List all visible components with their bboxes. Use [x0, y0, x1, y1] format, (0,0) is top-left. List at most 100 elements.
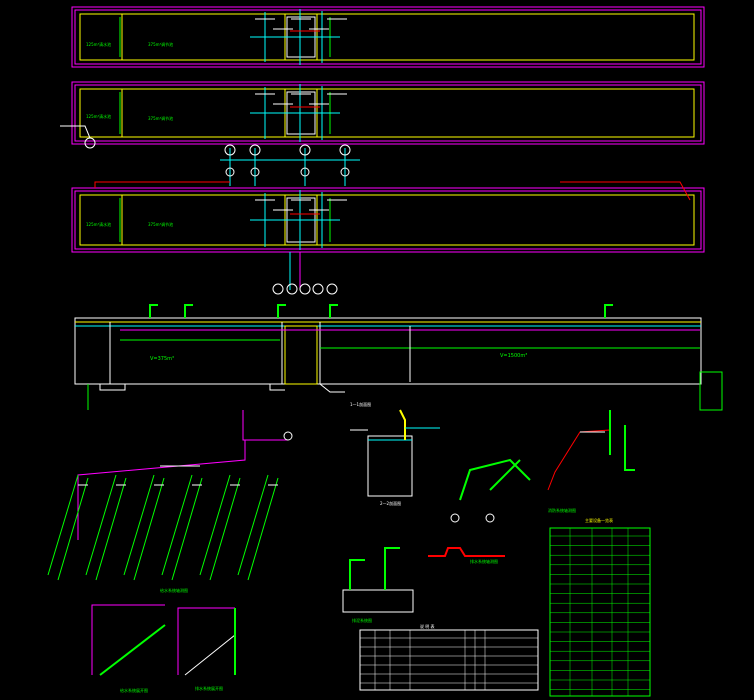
- bl-pipe: [91, 604, 165, 675]
- plan-inner-wall: [79, 194, 695, 246]
- riser-marker: [250, 167, 260, 177]
- axon-branch: [247, 477, 279, 581]
- section-sump: [99, 384, 126, 391]
- axon-branch: [57, 477, 89, 581]
- small2-title: 排泥系统图: [352, 617, 372, 623]
- axon-mid-pipe: [489, 459, 521, 491]
- section-sump: [319, 383, 345, 393]
- plan-top-mid-label: 375m³调节池: [148, 41, 173, 47]
- section-title: 1—1剖面图: [350, 401, 371, 407]
- plan-outer-wall-inner: [74, 84, 702, 142]
- plan-view-2: [71, 81, 705, 145]
- detail-1-1-box: [367, 435, 413, 497]
- section-vent-pipe: [149, 304, 158, 318]
- axon-left: [47, 410, 293, 581]
- section-sump: [269, 384, 285, 391]
- pump-marker: [299, 283, 311, 295]
- section-outline: [74, 317, 702, 385]
- detail-riser: [399, 409, 406, 440]
- section-vent-pipe: [604, 304, 613, 318]
- plan-view-3: [71, 187, 705, 253]
- axon-branch: [161, 474, 193, 576]
- plan-views: [60, 6, 705, 295]
- axon-branch: [85, 474, 117, 576]
- axon-branch: [47, 474, 79, 576]
- plan-inner-wall: [79, 13, 695, 61]
- axon-branch: [209, 477, 241, 581]
- axon-right-title: 消防系统轴测图: [548, 507, 576, 513]
- axon-right: [547, 410, 635, 491]
- pump-pipe: [384, 547, 400, 590]
- pump-detail: [342, 547, 414, 613]
- section-legend-block: [699, 371, 723, 411]
- axon-fire-pipe: [547, 429, 611, 491]
- pump-pipe: [349, 559, 365, 590]
- detail-views: [47, 409, 651, 697]
- plan-view-1: [71, 6, 705, 68]
- axon-marker: [283, 431, 293, 441]
- bl-pipe: [99, 624, 166, 676]
- plan-outer-wall: [71, 187, 705, 253]
- notes-table: [359, 629, 539, 691]
- plan-inner-wall: [79, 88, 695, 138]
- bl-title-1: 给水系统展开图: [120, 687, 148, 693]
- red-pipe-right: [560, 181, 691, 201]
- bottom-left-diagrams: [91, 604, 236, 676]
- riser-marker: [84, 137, 96, 149]
- notes-outline: [359, 629, 539, 691]
- axon-mid-marker: [485, 513, 495, 523]
- pump-marker: [312, 283, 324, 295]
- section2-title: 2—2剖面图: [380, 500, 401, 506]
- bl-title-2: 排水系统展开图: [195, 685, 223, 691]
- axon-branch: [95, 477, 127, 581]
- material-title: 主要设备一览表: [585, 517, 613, 523]
- plan-top-left-label: 125m³清水池: [86, 41, 111, 47]
- axon-mid-pipe: [459, 458, 531, 501]
- notes-header: 说 明 表: [420, 623, 435, 629]
- pump-marker: [326, 283, 338, 295]
- axon-branch: [199, 474, 231, 576]
- axon-branch: [171, 477, 203, 581]
- table-outline: [549, 527, 651, 697]
- plan-outer-wall: [71, 81, 705, 145]
- riser-marker: [249, 144, 261, 156]
- bl-pipe: [177, 607, 235, 675]
- plan-mid-left-label: 125m³清水池: [86, 113, 111, 119]
- material-table: [549, 527, 651, 697]
- leader-line: [60, 125, 91, 139]
- red-pipe-left: [94, 181, 230, 188]
- plan-connections: [60, 125, 691, 295]
- riser-marker: [299, 144, 311, 156]
- riser-marker: [224, 144, 236, 156]
- riser-marker: [340, 167, 350, 177]
- plan-outer-wall: [71, 6, 705, 68]
- pump-marker: [272, 283, 284, 295]
- riser-marker: [339, 144, 351, 156]
- small-axon-title: 排水系统轴测图: [470, 558, 498, 564]
- plan-bot-left-label: 125m³清水池: [86, 221, 111, 227]
- axon-branch: [237, 474, 269, 576]
- plan-outer-wall-inner: [74, 190, 702, 250]
- section-valve-chamber: [284, 325, 318, 385]
- section-vol-left: V=375m³: [150, 356, 174, 362]
- section-vent-pipe: [329, 304, 338, 318]
- riser-marker: [225, 167, 235, 177]
- section-vol-right: V=1500m³: [500, 353, 527, 359]
- riser-marker: [300, 167, 310, 177]
- plan-mid-mid-label: 375m³调节池: [148, 115, 173, 121]
- bl-pipe: [184, 634, 236, 676]
- axon-middle: [450, 458, 531, 523]
- plan-outer-wall-inner: [74, 9, 702, 65]
- plan-bot-mid-label: 375m³调节池: [148, 221, 173, 227]
- pump-marker: [286, 283, 298, 295]
- axon-fire-riser: [624, 425, 635, 471]
- small-detail-pipe: [428, 547, 505, 557]
- axon-branch: [133, 477, 165, 581]
- axon-branch: [123, 474, 155, 576]
- axon-mid-marker: [450, 513, 460, 523]
- axon-main-pipe: [77, 410, 246, 540]
- pump-base: [342, 589, 414, 613]
- section-view: [74, 304, 723, 411]
- axon-left-title: 给水系统轴测图: [160, 587, 188, 593]
